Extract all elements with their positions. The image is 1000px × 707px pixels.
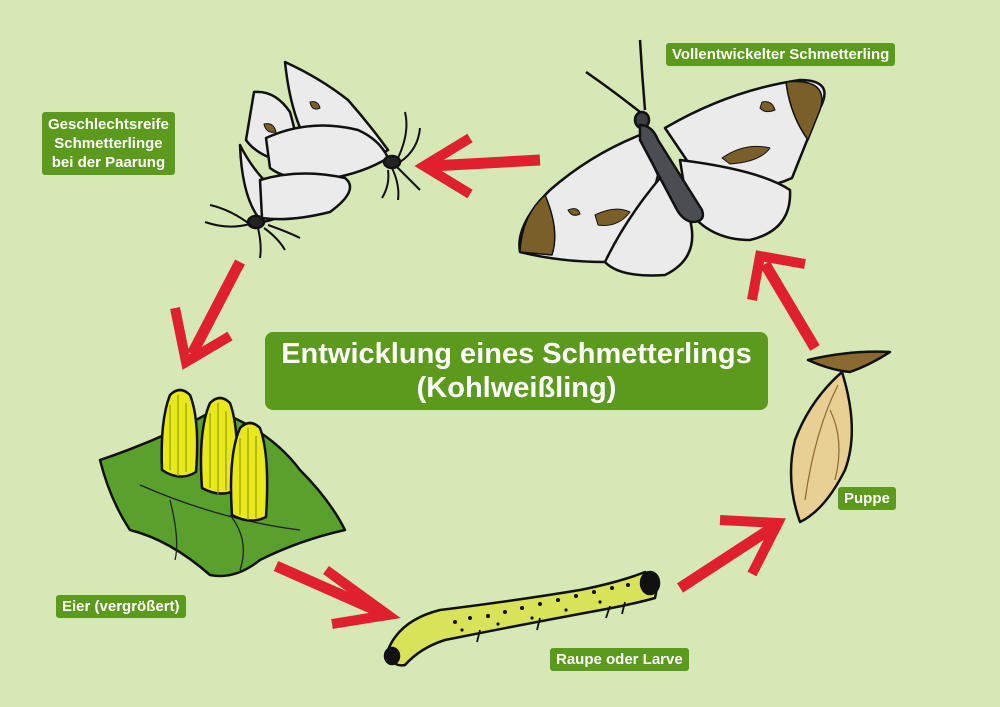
arrow-larva-to-pupa xyxy=(676,515,786,593)
pupa-illustration xyxy=(789,350,892,524)
diagram-title-line1: Entwicklung eines Schmetterlings xyxy=(281,338,752,370)
arrow-mating-to-eggs xyxy=(170,259,245,370)
arrow-eggs-to-larva xyxy=(273,560,401,629)
stage-label-mating-line2: Schmetterlinge xyxy=(54,135,163,152)
arrow-pupa-to-adult xyxy=(747,250,820,351)
stage-label-mating: Geschlechtsreife Schmetterlinge bei der … xyxy=(42,112,175,175)
mating-butterflies-illustration xyxy=(204,60,421,259)
diagram-title: Entwicklung eines Schmetterlings (Kohlwe… xyxy=(265,332,768,410)
stage-label-mating-line3: bei der Paarung xyxy=(51,154,166,171)
caterpillar-illustration xyxy=(383,570,661,667)
stage-label-pupa: Puppe xyxy=(838,487,896,510)
adult-butterfly-illustration xyxy=(518,39,826,277)
diagram-title-line2: (Kohlweißling) xyxy=(416,372,617,404)
stage-label-mating-line1: Geschlechtsreife xyxy=(48,116,169,133)
stage-label-larva: Raupe oder Larve xyxy=(550,648,689,671)
stage-label-eggs: Eier (vergrößert) xyxy=(56,595,186,618)
eggs-on-leaf-illustration xyxy=(98,388,347,578)
arrow-adult-to-mating xyxy=(414,133,541,199)
stage-label-adult: Vollentwickelter Schmetterling xyxy=(666,43,896,66)
